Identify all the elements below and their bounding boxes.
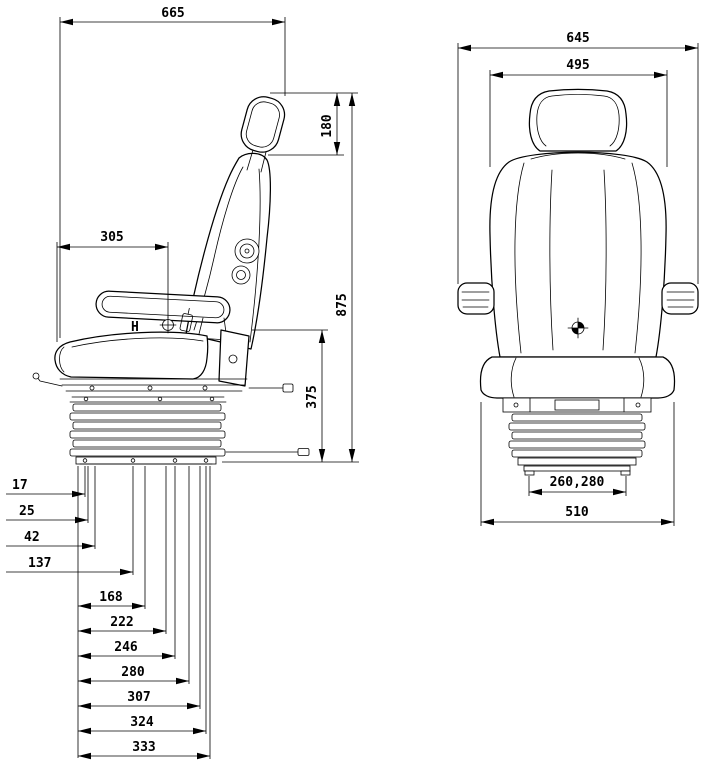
dim-suspension-height-label: 375 [305, 385, 320, 408]
side-cushion [54, 331, 209, 380]
front-dimensions: 645 495 260,280 510 [457, 31, 699, 526]
side-base-plate [75, 456, 217, 465]
front-suspension-bellows [508, 413, 646, 458]
side-recliner-knob [231, 238, 260, 285]
front-cushion [479, 356, 676, 399]
dim-offset-17: 17 [6, 478, 85, 498]
dim-rail-spacing-label: 260,280 [550, 475, 605, 490]
dim-offset-307: 307 [78, 690, 200, 710]
front-seat [457, 88, 699, 476]
dim-offset-280: 280 [78, 665, 189, 685]
dim-offset-25: 25 [6, 504, 88, 524]
dim-offset-label: 168 [99, 590, 123, 605]
dim-base-width: 510 [480, 402, 675, 526]
front-armrest-left [457, 282, 495, 315]
side-headrest-inner [245, 101, 280, 148]
front-backrest-seam [602, 169, 607, 351]
h-point-label: H [131, 320, 139, 335]
front-backrest [489, 151, 667, 358]
h-point-symbol [159, 316, 177, 334]
dim-offset-label: 280 [121, 665, 145, 680]
side-cushion-stitch [71, 337, 204, 348]
side-seat: H [32, 96, 310, 465]
dim-overall-width: 645 [457, 31, 699, 284]
dim-offset-label: 17 [12, 478, 28, 493]
side-upper-rod [248, 383, 294, 393]
dim-headrest-range: 180 [268, 92, 358, 156]
side-headrest [240, 96, 286, 153]
side-pivot-bolt [228, 354, 238, 364]
dim-offset-label: 25 [19, 504, 35, 519]
front-headrest [528, 88, 628, 152]
dim-overall-height-label: 875 [335, 293, 350, 316]
side-view: H 665 180 875 [6, 6, 359, 760]
front-center-marker [567, 317, 589, 339]
base-offset-dimensions: 17 25 42 137 168 [6, 466, 211, 760]
front-base-plate [517, 457, 637, 476]
front-view: 645 495 260,280 510 [457, 31, 699, 526]
side-backrest-contour [249, 168, 261, 343]
dim-offset-137: 137 [6, 556, 133, 576]
dim-backrest-width-label: 495 [566, 58, 589, 73]
dim-offset-333: 333 [78, 740, 210, 760]
side-belt-buckle [179, 307, 193, 332]
dim-overall-width-label: 645 [566, 31, 589, 46]
side-cushion-stitch [59, 346, 65, 373]
dim-offset-324: 324 [78, 715, 206, 735]
dim-offset-246: 246 [78, 640, 175, 660]
dim-overall-height: 875 [222, 93, 359, 463]
dim-rail-spacing: 260,280 [528, 475, 627, 496]
side-armrest [95, 290, 231, 324]
front-backrest-bolster [631, 162, 642, 354]
side-armrest-bracket [197, 317, 228, 341]
side-suspension-bellows [69, 396, 227, 457]
side-armrest-outline [95, 290, 231, 324]
dim-suspension-height: 375 [252, 329, 328, 462]
side-lower-rod [225, 448, 310, 456]
side-headrest-outline [240, 96, 286, 153]
side-armrest-inner [101, 295, 225, 319]
dim-offset-label: 222 [110, 615, 133, 630]
front-cushion-bolster [638, 357, 645, 398]
side-headrest-posts [246, 149, 267, 173]
front-armrest-right [661, 282, 699, 315]
dim-headrest-range-label: 180 [320, 114, 335, 138]
dim-backrest-width: 495 [489, 58, 668, 167]
dim-offset-label: 42 [24, 530, 40, 545]
front-headrest-inner [536, 94, 620, 147]
dim-offset-168: 168 [78, 590, 145, 610]
front-suspension-frame [502, 397, 652, 413]
front-backrest-seam [530, 152, 626, 160]
side-dimensions: 665 180 875 375 [6, 6, 359, 760]
front-backrest-seam [549, 169, 554, 351]
front-backrest-bolster [514, 162, 525, 354]
dim-overall-length: 665 [59, 6, 286, 338]
dim-hpoint-depth-label: 305 [100, 230, 123, 245]
offset-extension-lines [84, 466, 211, 759]
front-cushion-bolster [510, 357, 517, 398]
side-front-lever [32, 372, 63, 387]
dim-hpoint-depth: 305 [56, 230, 169, 342]
dim-offset-label: 324 [130, 715, 154, 730]
dim-offset-42: 42 [6, 530, 95, 550]
dim-offset-222: 222 [78, 615, 166, 635]
dim-offset-label: 246 [114, 640, 138, 655]
dim-base-width-label: 510 [565, 505, 589, 520]
dim-offset-label: 333 [132, 740, 155, 755]
dim-overall-length-label: 665 [161, 6, 184, 21]
side-seat-frame [59, 378, 248, 392]
dim-offset-label: 307 [127, 690, 150, 705]
dim-offset-label: 137 [28, 556, 51, 571]
